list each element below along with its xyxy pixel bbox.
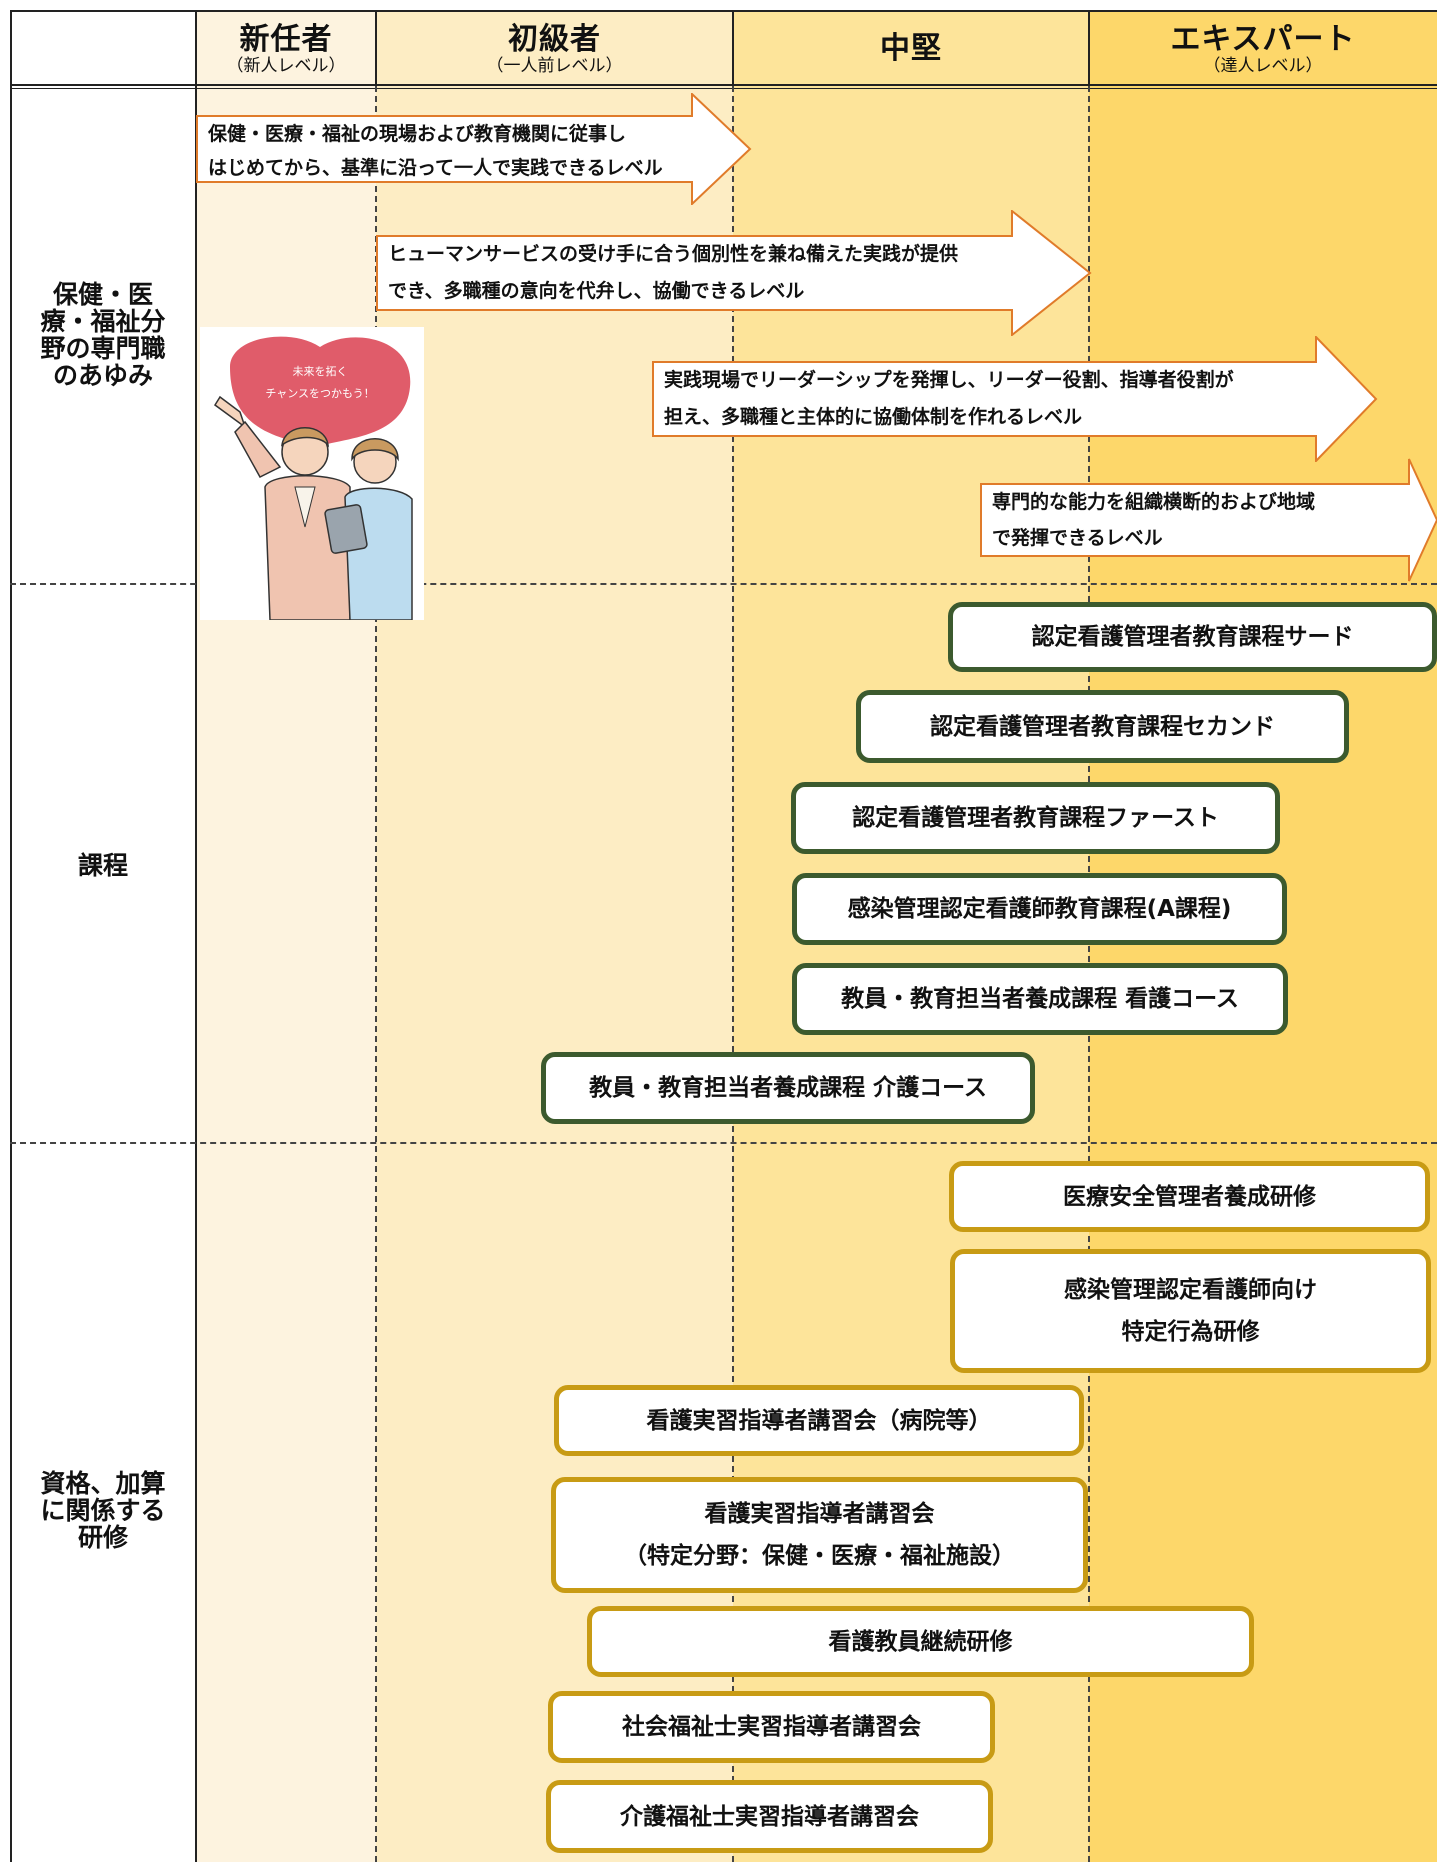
course-box-kyoin-kango: 教員・教育担当者養成課程 看護コース [792,963,1288,1035]
row-label-text: 資格、加算に関係する研修 [40,1468,166,1552]
column-bg-shinninsha [196,12,376,1862]
illustration-caption-2: チャンスをつかもう！ [265,387,374,400]
row-label-katei: 課程 [10,840,196,890]
course-label: 教員・教育担当者養成課程 介護コース [589,1075,987,1101]
header-divider-1 [375,10,377,86]
course-label: 認定看護管理者教育課程サード [1031,624,1354,650]
header-subtitle: （一人前レベル） [486,55,623,76]
course-box-kanri-third: 認定看護管理者教育課程サード [948,602,1437,672]
header-divider-3 [1088,10,1090,86]
row-label-text: 保健・医療・福祉分野の専門職のあゆみ [40,280,166,390]
arrow-line-1: 保健・医療・福祉の現場および教育機関に従事し [208,123,627,145]
row-label-shikaku: 資格、加算に関係する研修 [10,1468,196,1552]
training-label-line-1: 看護実習指導者講習会 [704,1501,935,1527]
training-box-jisshu-tokutei: 看護実習指導者講習会 （特定分野：保健・医療・福祉施設） [551,1477,1088,1593]
training-label: 看護実習指導者講習会（病院等） [646,1407,992,1434]
training-label: 医療安全管理者養成研修 [1063,1183,1316,1210]
course-box-kyoin-kaigo: 教員・教育担当者養成課程 介護コース [541,1052,1035,1124]
dashed-divider-2 [732,86,734,1862]
course-label: 認定看護管理者教育課程セカンド [930,713,1275,740]
header-shokyusha: 初級者 （一人前レベル） [376,12,733,86]
course-box-kansen-a: 感染管理認定看護師教育課程(A課程) [792,873,1287,945]
row-divider-1 [10,583,1437,585]
arrow-shape [196,93,752,205]
training-box-shakai-fukushi: 社会福祉士実習指導者講習会 [548,1691,995,1763]
arrow-line-2: 担え、多職種と主体的に協働体制を作れるレベル [664,406,1083,428]
header-title: 新任者 [239,21,333,57]
header-title: 初級者 [508,21,601,57]
illustration-people-image: 未来を拓く チャンスをつかもう！ [213,336,413,620]
header-subtitle: （新人レベル） [226,55,346,76]
training-box-kyoin-keizoku: 看護教員継続研修 [587,1606,1254,1677]
training-label-line-1: 感染管理認定看護師向け [1064,1277,1317,1303]
arrow-line-2: でき、多職種の意向を代弁し、協働できるレベル [388,280,805,302]
header-divider-2 [732,10,734,86]
training-label: 看護教員継続研修 [828,1628,1013,1655]
training-box-iryo-anzen: 医療安全管理者養成研修 [949,1161,1430,1232]
arrow-shape [652,336,1378,462]
arrow-shape [980,458,1437,582]
header-title: エキスパート [1170,21,1356,57]
training-label-line-2: （特定分野：保健・医療・福祉施設） [624,1543,1015,1569]
dashed-divider-1 [375,86,377,1862]
header-title: 中堅 [880,31,942,66]
level-arrow-1: 保健・医療・福祉の現場および教育機関に従事し はじめてから、基準に沿って一人で実… [196,93,752,205]
row-divider-2 [10,1142,1437,1144]
illustration-caption-1: 未来を拓く [293,364,348,378]
header-expert: エキスパート （達人レベル） [1089,12,1437,86]
course-box-kanri-second: 認定看護管理者教育課程セカンド [856,690,1349,763]
course-label: 認定看護管理者教育課程ファースト [852,805,1219,831]
training-box-jisshu-byoin: 看護実習指導者講習会（病院等） [554,1385,1084,1456]
level-arrow-3: 実践現場でリーダーシップを発揮し、リーダー役割、指導者役割が 担え、多職種と主体… [652,336,1378,462]
course-label: 感染管理認定看護師教育課程(A課程) [847,896,1232,922]
header-chuken: 中堅 [733,12,1089,86]
grid-header-bottom-2 [10,88,1437,89]
row-label-ayumi: 保健・医療・福祉分野の専門職のあゆみ [10,260,196,410]
course-box-kanri-first: 認定看護管理者教育課程ファースト [791,782,1280,854]
training-box-kansen-tokutei: 感染管理認定看護師向け 特定行為研修 [950,1249,1431,1373]
training-label: 社会福祉士実習指導者講習会 [622,1714,921,1740]
arrow-line-1: 専門的な能力を組織横断的および地域 [992,491,1316,513]
row-label-text: 課程 [77,850,128,880]
illustration-card: 未来を拓く チャンスをつかもう！ [200,327,424,620]
arrow-shape [376,210,1092,336]
training-box-kaigo-fukushi: 介護福祉士実習指導者講習会 [546,1780,993,1853]
course-label: 教員・教育担当者養成課程 看護コース [841,986,1239,1012]
header-shinninsha: 新任者 （新人レベル） [196,12,376,86]
arrow-line-1: ヒューマンサービスの受け手に合う個別性を兼ね備えた実践が提供 [388,243,959,265]
training-label: 介護福祉士実習指導者講習会 [620,1803,919,1830]
grid-header-bottom [10,84,1437,86]
header-subtitle: （達人レベル） [1203,55,1323,76]
level-arrow-4: 専門的な能力を組織横断的および地域 で発揮できるレベル [980,458,1437,582]
arrow-line-2: で発揮できるレベル [992,527,1163,549]
level-arrow-2: ヒューマンサービスの受け手に合う個別性を兼ね備えた実践が提供 でき、多職種の意向… [376,210,1092,336]
grid-label-divider [195,10,197,1862]
grid-outer-left [10,10,12,1862]
grid-outer-top [10,10,1437,12]
training-label-line-2: 特定行為研修 [1121,1319,1260,1345]
arrow-line-1: 実践現場でリーダーシップを発揮し、リーダー役割、指導者役割が [664,369,1234,391]
arrow-line-2: はじめてから、基準に沿って一人で実践できるレベル [208,157,663,179]
